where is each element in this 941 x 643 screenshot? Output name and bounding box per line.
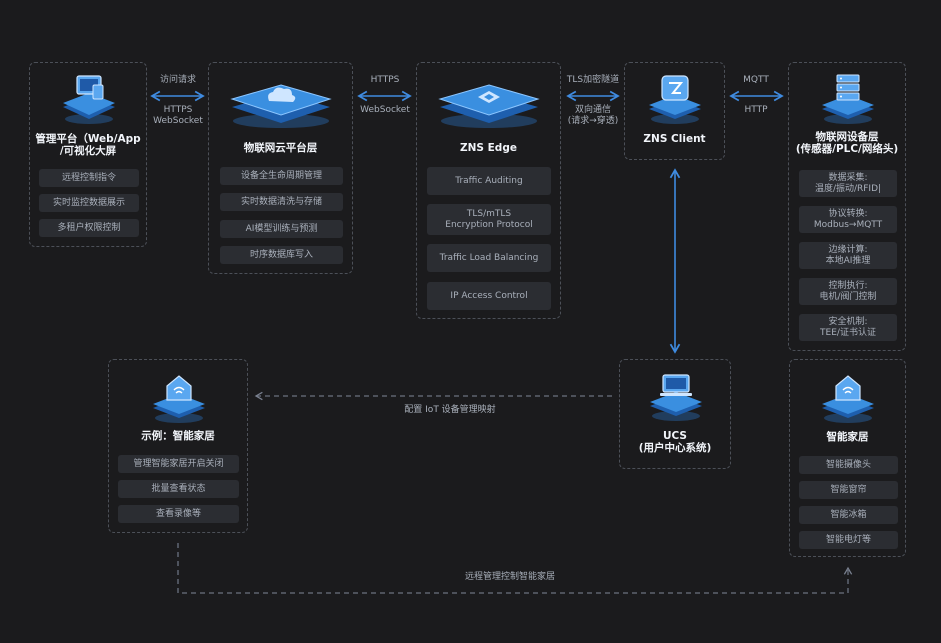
cloud-platform-title: 物联网云平台层	[243, 142, 318, 154]
monitor-devices-icon	[63, 75, 115, 124]
connector-client-device-top: MQTT	[743, 75, 769, 85]
connector-edge-client-top: TLS加密隧道	[566, 75, 620, 85]
example-smart-home-item: 管理智能家居开启关闭	[118, 455, 239, 473]
cloud-platform-icon	[230, 84, 332, 128]
connector-client-device-bottom: HTTP	[744, 105, 768, 115]
management-title-line1: 管理平台（Web/App	[35, 133, 141, 145]
connector-mgmt-cloud-top: 访问请求	[159, 75, 196, 85]
group-management-platform: 管理平台（Web/App /可视化大屏 远程控制指令 实时监控数据展示 多租户权…	[29, 62, 147, 247]
management-title-line2: /可视化大屏	[59, 145, 117, 157]
smart-home-item: 智能窗帘	[799, 481, 898, 499]
group-ucs: UCS (用户中心系统)	[619, 359, 731, 469]
connector-edge-client-bottom-2: (请求→穿透)	[567, 116, 619, 126]
smart-home-item: 智能摄像头	[799, 456, 898, 474]
group-iot-device-layer: 物联网设备层 (传感器/PLC/网络头) 数据采集: 温度/振动/RFID| 协…	[788, 62, 906, 351]
zns-edge-item: Traffic Auditing	[427, 167, 551, 195]
server-rack-icon	[822, 74, 874, 124]
example-smart-home-title: 示例：智能家居	[141, 430, 215, 442]
management-item: 实时监控数据展示	[39, 194, 139, 212]
smart-home-item: 智能冰箱	[799, 506, 898, 524]
cloud-platform-item: AI模型训练与预测	[220, 220, 343, 238]
zns-edge-item: Traffic Load Balancing	[427, 244, 551, 272]
device-layer-item: 控制执行: 电机/阀门控制	[799, 278, 897, 305]
connector-edge-client-bottom-1: 双向通信	[574, 105, 611, 115]
connector-cloud-edge-top: HTTPS	[370, 75, 400, 85]
group-zns-edge: ZNS Edge Traffic Auditing TLS/mTLS Encry…	[416, 62, 561, 319]
ucs-title-line2: (用户中心系统)	[638, 442, 712, 454]
smart-home-item: 智能电灯等	[799, 531, 898, 549]
device-layer-item: 协议转换: Modbus→MQTT	[799, 206, 897, 233]
cloud-platform-item: 时序数据库写入	[220, 246, 343, 264]
smart-home-icon	[153, 375, 205, 423]
group-example-smart-home: 示例：智能家居 管理智能家居开启关闭 批量查看状态 查看录像等	[108, 359, 248, 533]
example-smart-home-item: 批量查看状态	[118, 480, 239, 498]
connector-cloud-edge-bottom: WebSocket	[360, 105, 410, 115]
management-item: 远程控制指令	[39, 169, 139, 187]
arrow-example-smarthome	[177, 543, 853, 594]
smart-home-title: 智能家居	[826, 431, 869, 443]
group-iot-cloud-platform: 物联网云平台层 设备全生命周期管理 实时数据清洗与存储 AI模型训练与预测 时序…	[208, 62, 353, 274]
cloud-platform-item: 实时数据清洗与存储	[220, 193, 343, 211]
ucs-title-line1: UCS	[663, 430, 687, 442]
laptop-icon	[650, 374, 702, 421]
connector-example-smarthome-label: 远程管理控制智能家居	[464, 572, 555, 582]
zns-client-icon	[649, 75, 701, 124]
zns-edge-title: ZNS Edge	[460, 142, 517, 154]
connector-ucs-example-label: 配置 IoT 设备管理映射	[404, 405, 496, 415]
device-layer-item: 安全机制: TEE/证书认证	[799, 314, 897, 341]
connector-mgmt-cloud-bottom-2: WebSocket	[153, 116, 203, 126]
management-item: 多租户权限控制	[39, 219, 139, 237]
group-smart-home: 智能家居 智能摄像头 智能窗帘 智能冰箱 智能电灯等	[789, 359, 906, 557]
cloud-platform-item: 设备全生命周期管理	[220, 167, 343, 185]
zns-edge-icon	[438, 84, 540, 128]
zns-edge-item: TLS/mTLS Encryption Protocol	[427, 204, 551, 235]
device-layer-title-line2: (传感器/PLC/网络头)	[795, 143, 899, 155]
zns-edge-item: IP Access Control	[427, 282, 551, 310]
smart-home-icon	[822, 375, 874, 423]
group-zns-client: ZNS Client	[624, 62, 725, 160]
device-layer-title-line1: 物联网设备层	[815, 131, 879, 143]
example-smart-home-item: 查看录像等	[118, 505, 239, 523]
zns-client-title: ZNS Client	[643, 133, 706, 145]
connector-mgmt-cloud-bottom-1: HTTPS	[163, 105, 193, 115]
device-layer-item: 数据采集: 温度/振动/RFID|	[799, 170, 897, 197]
device-layer-item: 边缘计算: 本地AI推理	[799, 242, 897, 269]
